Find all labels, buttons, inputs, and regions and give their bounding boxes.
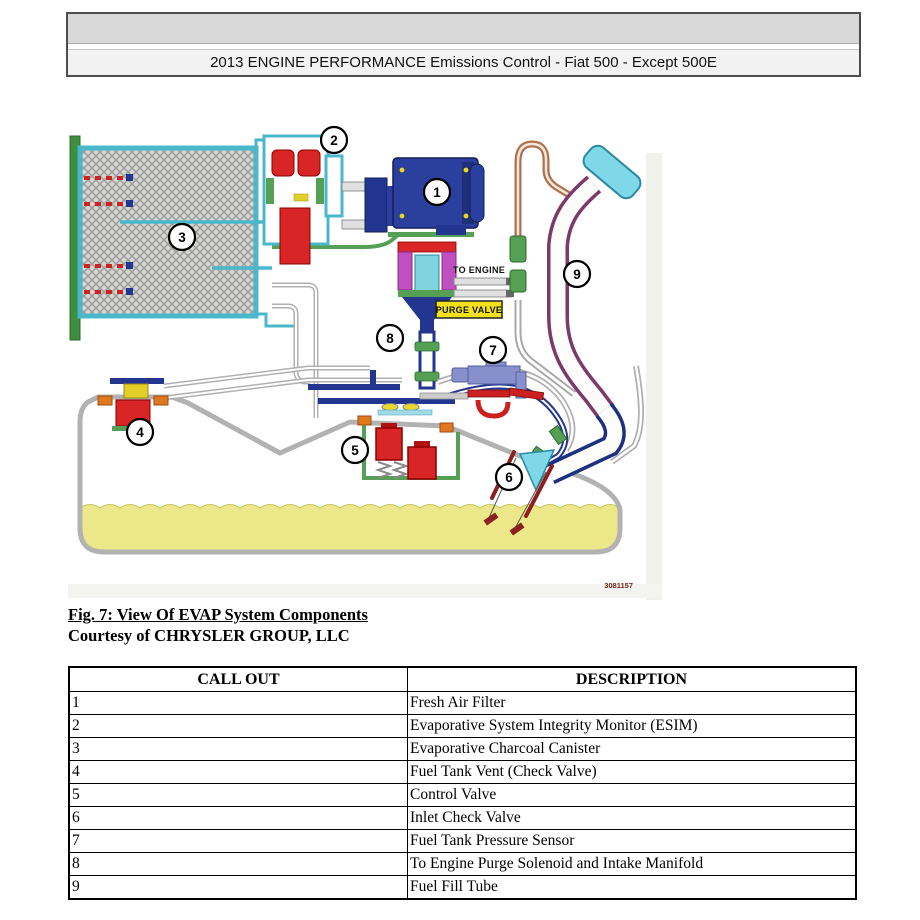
- callout-9: 9: [562, 259, 592, 289]
- purge-valve-label: PURGE VALVE: [435, 300, 503, 319]
- callout-table: CALL OUT DESCRIPTION 1 Fresh Air Filter …: [68, 666, 857, 900]
- table-row: 3 Evaporative Charcoal Canister: [68, 737, 857, 761]
- col-header-callout: CALL OUT: [68, 666, 408, 692]
- svg-text:PURGE VALVE: PURGE VALVE: [436, 305, 502, 315]
- table-row: 9 Fuel Fill Tube: [68, 875, 857, 900]
- table-row: 7 Fuel Tank Pressure Sensor: [68, 829, 857, 853]
- fuel-fill-tube: [509, 140, 644, 484]
- fill-tube-cap: [582, 144, 642, 200]
- svg-text:2: 2: [330, 133, 338, 148]
- callout-1: 1: [422, 177, 452, 207]
- svg-text:4: 4: [136, 425, 144, 440]
- table-header-row: CALL OUT DESCRIPTION: [68, 666, 857, 692]
- charcoal-canister: [69, 135, 294, 341]
- table-row: 5 Control Valve: [68, 783, 857, 807]
- evap-system-diagram: TO ENGINE PURGE VALVE: [68, 125, 662, 600]
- tank-manifold-pipes: [163, 365, 455, 416]
- svg-text:3: 3: [178, 230, 186, 245]
- callout-8: 8: [375, 323, 405, 353]
- purge-valve-assembly: TO ENGINE PURGE VALVE: [388, 225, 514, 390]
- figure-courtesy: Courtesy of CHRYSLER GROUP, LLC: [68, 626, 350, 645]
- page-title: 2013 ENGINE PERFORMANCE Emissions Contro…: [210, 54, 717, 71]
- svg-text:1: 1: [433, 185, 441, 200]
- image-number: 3081157: [604, 581, 633, 590]
- header-top-bar: [68, 14, 859, 44]
- fuel-tank-pressure-sensor: [419, 361, 545, 419]
- figure-caption: Fig. 7: View Of EVAP System Components C…: [68, 604, 368, 646]
- header-title-bar: 2013 ENGINE PERFORMANCE Emissions Contro…: [68, 49, 859, 75]
- table-row: 8 To Engine Purge Solenoid and Intake Ma…: [68, 852, 857, 876]
- scan-bottom-strip: [68, 584, 662, 598]
- callout-7: 7: [478, 335, 508, 365]
- table-row: 1 Fresh Air Filter: [68, 691, 857, 715]
- esim: [262, 134, 344, 265]
- table-row: 4 Fuel Tank Vent (Check Valve): [68, 760, 857, 784]
- table-row: 2 Evaporative System Integrity Monitor (…: [68, 714, 857, 738]
- svg-text:7: 7: [489, 343, 497, 358]
- scan-edge-strip: [646, 153, 662, 600]
- page-header: 2013 ENGINE PERFORMANCE Emissions Contro…: [66, 12, 861, 77]
- callout-6: 6: [494, 462, 524, 492]
- svg-text:9: 9: [573, 267, 581, 282]
- to-engine-label: TO ENGINE: [453, 265, 505, 275]
- table-row: 6 Inlet Check Valve: [68, 806, 857, 830]
- callout-3: 3: [167, 222, 197, 252]
- col-header-description: DESCRIPTION: [407, 666, 857, 692]
- callout-5: 5: [340, 435, 370, 465]
- callouts: 1 2 3 4 5 6 7 8 9: [125, 125, 592, 492]
- svg-text:6: 6: [505, 470, 513, 485]
- esim-filter-pipes: [341, 177, 395, 233]
- callout-4: 4: [125, 417, 155, 447]
- fuel-surface: [79, 504, 621, 551]
- svg-text:5: 5: [351, 443, 359, 458]
- callout-2: 2: [319, 125, 349, 155]
- svg-text:8: 8: [386, 331, 394, 346]
- figure-title: Fig. 7: View Of EVAP System Components: [68, 605, 368, 624]
